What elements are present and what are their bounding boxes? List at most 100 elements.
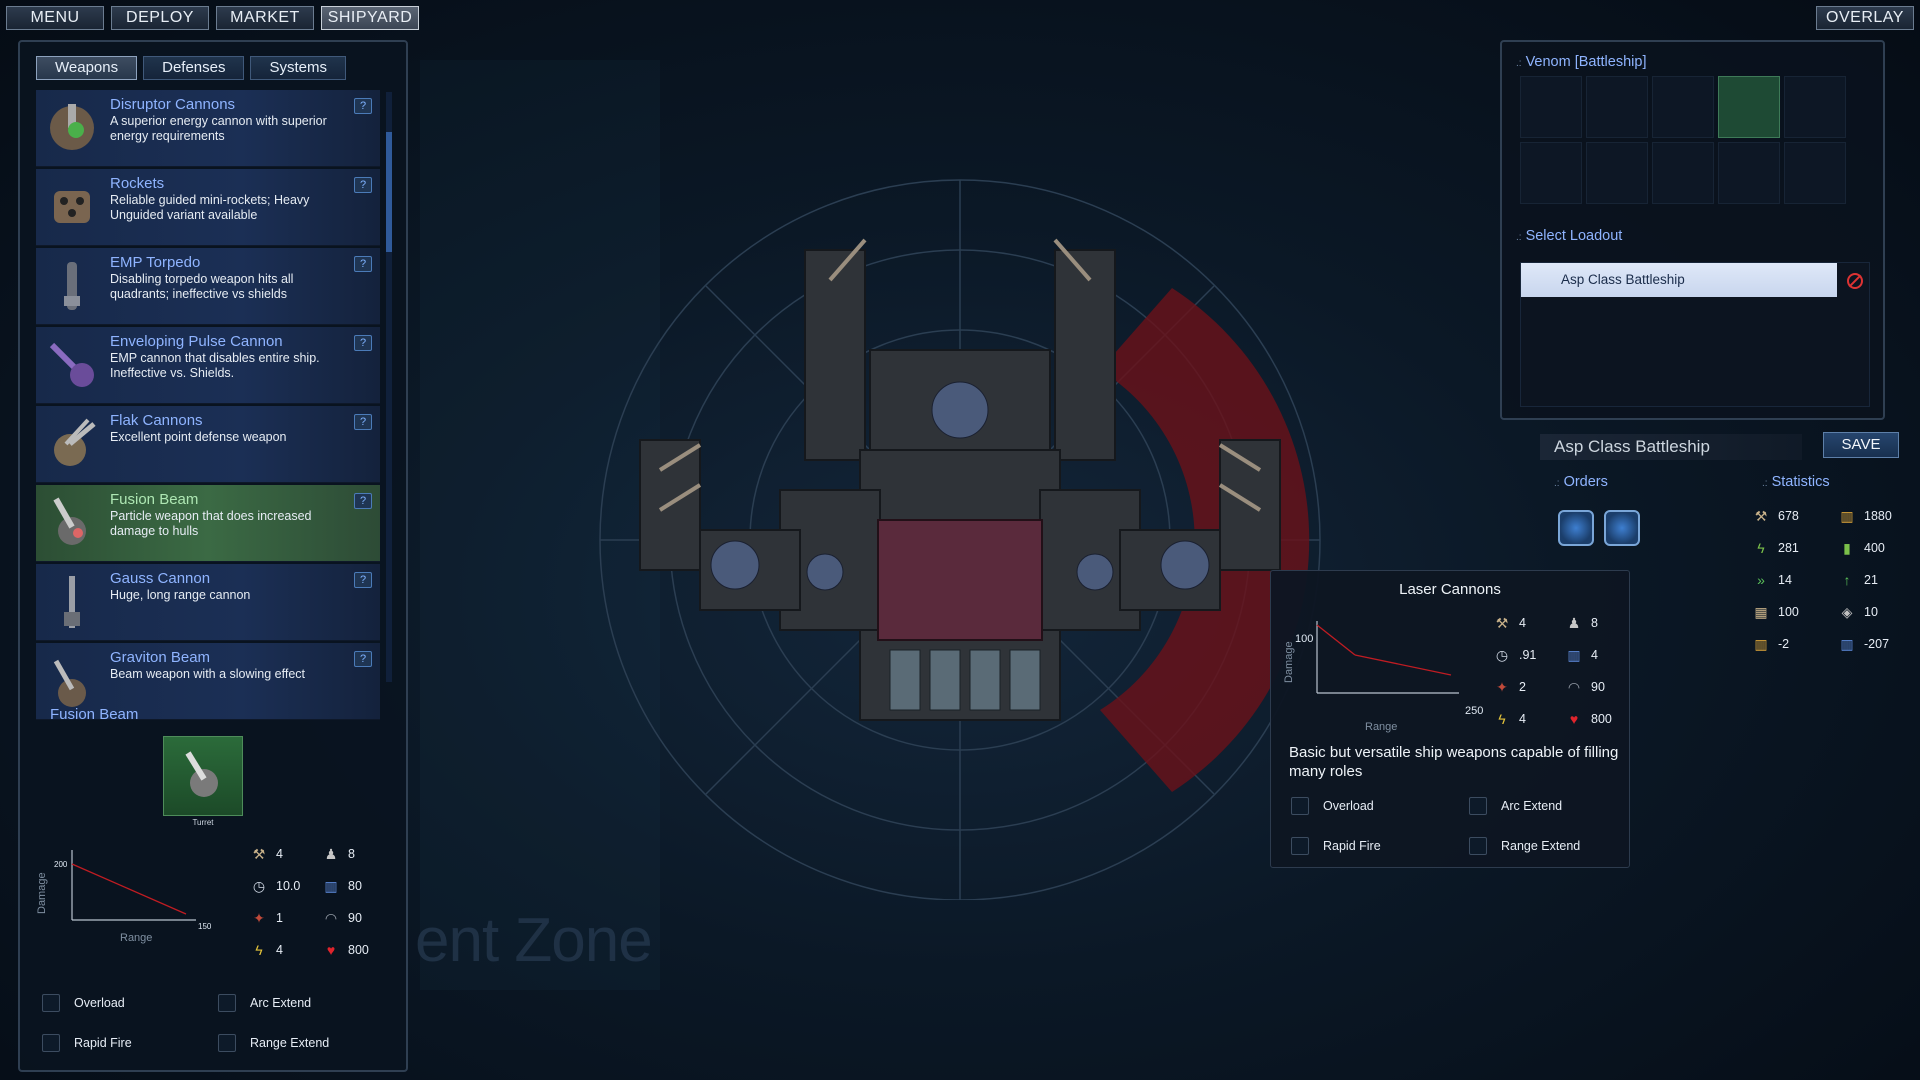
checkbox[interactable] [1469,797,1487,815]
tooltip-graph-x-tick: 250 [1465,705,1484,717]
weapon-name: Graviton Beam [110,649,211,666]
tooltip-stat-damage: ⚒4 [1493,615,1526,631]
market-button[interactable]: MARKET [216,6,314,30]
hammer-icon: ⚒ [1754,508,1768,524]
hull-thumb[interactable] [1652,142,1714,204]
order-advance-icon[interactable] [1558,510,1594,546]
checkbox[interactable] [42,1034,60,1052]
checkbox[interactable] [1291,837,1309,855]
option-arc-extend[interactable]: Arc Extend [218,994,311,1012]
graviton-beam-icon [53,659,86,707]
mount-slot-turret[interactable] [163,736,243,816]
ship-stat-damage: ⚒678 [1752,508,1799,524]
weapon-item-graviton-beam[interactable]: Graviton Beam Beam weapon with a slowing… [36,643,380,720]
weapon-item-rockets[interactable]: Rockets Reliable guided mini-rockets; He… [36,169,380,246]
tooltip-option-range-extend[interactable]: Range Extend [1469,837,1580,855]
hull-thumb[interactable] [1520,142,1582,204]
loadout-item[interactable]: Asp Class Battleship [1521,263,1837,297]
turn-icon: ↑ [1843,572,1851,588]
weapon-name: EMP Torpedo [110,254,201,271]
tooltip-option-rapid-fire[interactable]: Rapid Fire [1291,837,1381,855]
weapon-item-gauss-cannon[interactable]: Gauss Cannon Huge, long range cannon ? [36,564,380,641]
orders-title: .:Orders [1554,474,1608,490]
checkbox[interactable] [1291,797,1309,815]
ship-editor-canvas[interactable] [560,170,1360,901]
tooltip-title: Laser Cannons [1399,581,1501,598]
weapon-item-fusion-beam[interactable]: Fusion Beam Particle weapon that does in… [36,485,380,562]
deploy-button[interactable]: DEPLOY [111,6,209,30]
checkbox[interactable] [218,1034,236,1052]
heart-icon: ♥ [1569,711,1579,727]
hull-thumb-selected[interactable] [1718,76,1780,138]
graph-y-tick: 200 [54,860,68,869]
scrollbar-thumb[interactable] [386,132,392,252]
help-icon[interactable]: ? [354,572,372,588]
ship-hull-grid [1520,76,1846,204]
help-icon[interactable]: ? [354,256,372,272]
hull-thumb[interactable] [1520,76,1582,138]
tab-defenses[interactable]: Defenses [143,56,245,80]
fusion-beam-turret-icon [185,751,218,797]
help-icon[interactable]: ? [354,493,372,509]
hull-thumb[interactable] [1586,142,1648,204]
tab-systems[interactable]: Systems [250,56,346,80]
shipyard-button[interactable]: SHIPYARD [321,6,419,30]
weapon-desc: Beam weapon with a slowing effect [110,667,306,681]
stat-damage: ⚒4 [250,846,283,862]
help-icon[interactable]: ? [354,177,372,193]
help-icon[interactable]: ? [354,335,372,351]
checkbox[interactable] [42,994,60,1012]
weapon-name: Flak Cannons [110,412,203,429]
option-overload[interactable]: Overload [42,994,125,1012]
ammo-icon: ▥ [1567,647,1581,663]
rockets-icon [54,191,90,223]
parts-tabs: Weapons Defenses Systems [36,56,346,80]
crew-balance-icon: ▥ [1840,636,1854,652]
delete-loadout-icon[interactable] [1847,273,1863,289]
overlay-button[interactable]: OVERLAY [1816,6,1914,30]
weapon-item-disruptor-cannons[interactable]: Disruptor Cannons A superior energy cann… [36,90,380,167]
weapon-tooltip: Laser Cannons Damage Range 100 250 ⚒4 ♟8… [1270,570,1630,868]
power-icon: ϟ [1498,711,1506,727]
weapon-item-flak-cannons[interactable]: Flak Cannons Excellent point defense wea… [36,406,380,483]
hull-thumb[interactable] [1586,76,1648,138]
option-range-extend[interactable]: Range Extend [218,1034,329,1052]
weapon-item-enveloping-pulse-cannon[interactable]: Enveloping Pulse Cannon EMP cannon that … [36,327,380,404]
speed-icon: » [1757,572,1765,588]
flak-cannon-icon [54,418,96,466]
save-button[interactable]: SAVE [1823,432,1899,458]
hull-thumb[interactable] [1784,76,1846,138]
hammer-icon: ⚒ [1495,615,1509,631]
tab-weapons[interactable]: Weapons [36,56,138,80]
help-icon[interactable]: ? [354,414,372,430]
weapon-list-scrollbar[interactable] [386,92,392,682]
tooltip-option-arc-extend[interactable]: Arc Extend [1469,797,1562,815]
arc-icon: ◠ [1567,679,1581,695]
order-defend-icon[interactable] [1604,510,1640,546]
weapon-desc: A superior energy cannon with superior e… [110,114,327,143]
help-icon[interactable]: ? [354,651,372,667]
tooltip-option-overload[interactable]: Overload [1291,797,1374,815]
checkbox[interactable] [1469,837,1487,855]
weapon-item-emp-torpedo[interactable]: EMP Torpedo Disabling torpedo weapon hit… [36,248,380,325]
help-icon[interactable]: ? [354,98,372,114]
parts-panel: Weapons Defenses Systems Disruptor Canno… [18,40,408,1072]
power-icon: ϟ [255,942,263,958]
hull-thumb[interactable] [1652,76,1714,138]
weapon-desc: Huge, long range cannon [110,588,251,602]
loadout-name-field[interactable]: Asp Class Battleship [1540,434,1802,460]
checkbox[interactable] [218,994,236,1012]
hull-thumb[interactable] [1718,142,1780,204]
gauss-cannon-icon [64,576,80,628]
option-rapid-fire[interactable]: Rapid Fire [42,1034,132,1052]
weapon-desc: Excellent point defense weapon [110,430,287,444]
weapon-desc: Reliable guided mini-rockets; Heavy Ungu… [110,193,310,222]
tooltip-graph-y-tick: 100 [1295,633,1314,645]
hull-thumb[interactable] [1784,142,1846,204]
menu-button[interactable]: MENU [6,6,104,30]
stat-arc: ◠90 [322,910,362,926]
graph-xlabel: Range [120,932,153,944]
shield-icon: ◈ [1841,604,1853,620]
